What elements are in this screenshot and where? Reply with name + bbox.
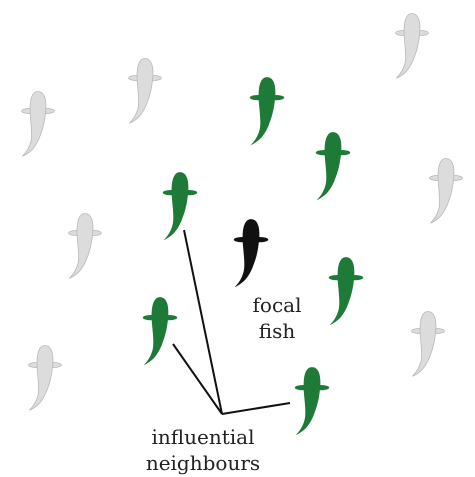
pointer-line-upper [183, 229, 223, 415]
other-fish-6 [411, 311, 445, 377]
other-fish-2 [128, 58, 162, 124]
focal-label-line1: focal [252, 293, 302, 317]
influential-label-line1: influential [151, 425, 255, 449]
neighbour-fish-4 [328, 257, 364, 326]
pointer-line-middle [172, 343, 223, 415]
other-fish-7 [28, 345, 62, 411]
neighbour-fish-5 [142, 297, 178, 366]
pointer-line-right [221, 402, 291, 415]
other-fish-3 [395, 13, 429, 79]
influential-label-line2: neighbours [145, 451, 261, 475]
influential-neighbours-label: influential neighbours [118, 424, 288, 476]
neighbour-fish-2 [315, 132, 351, 201]
other-fish-group [21, 13, 463, 411]
neighbour-fish-1 [249, 77, 285, 146]
other-fish-5 [68, 213, 102, 279]
focal-fish-group [233, 219, 269, 288]
focal-fish-1 [233, 219, 269, 288]
other-fish-4 [429, 158, 463, 224]
other-fish-1 [21, 91, 55, 157]
neighbour-fish-6 [294, 367, 330, 436]
focal-fish-label: focal fish [232, 292, 322, 344]
neighbour-fish-3 [162, 172, 198, 241]
focal-label-line2: fish [258, 319, 296, 343]
neighbour-pointer-lines [172, 229, 291, 415]
